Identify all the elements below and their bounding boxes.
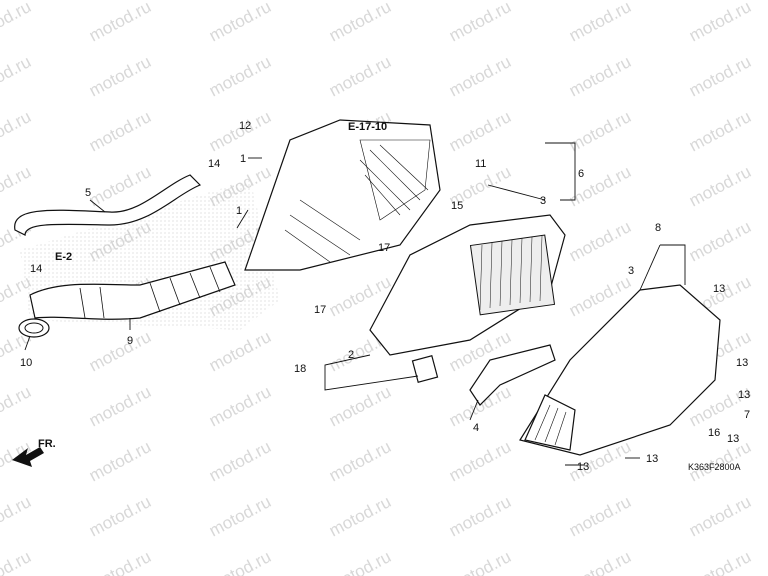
watermark-text: motod.ru [686, 0, 754, 45]
watermark-text: motod.ru [446, 0, 514, 45]
watermark-text: motod.ru [86, 382, 154, 430]
watermark-text: motod.ru [446, 107, 514, 155]
watermark-text: motod.ru [86, 492, 154, 540]
watermark-text: motod.ru [86, 327, 154, 375]
watermark-text: motod.ru [686, 107, 754, 155]
cover-intake [524, 394, 576, 451]
watermark-text: motod.ru [206, 492, 274, 540]
callout: 13 [738, 389, 750, 401]
callout: 17 [378, 242, 390, 254]
watermark-text: motod.ru [206, 547, 274, 576]
watermark-text: motod.ru [566, 217, 634, 265]
callout: 8 [655, 222, 661, 234]
ref-e-17-10: E-17-10 [348, 121, 387, 133]
callout: 18 [294, 363, 306, 375]
callout: 7 [744, 409, 750, 421]
watermark-text: motod.ru [446, 492, 514, 540]
watermark-text: motod.ru [0, 162, 34, 210]
ref-e-2: E-2 [55, 251, 72, 263]
callout: 2 [348, 349, 354, 361]
callout: 14 [208, 158, 220, 170]
intake-duct-9 [29, 261, 236, 320]
watermark-text: motod.ru [86, 107, 154, 155]
watermark-text: motod.ru [446, 437, 514, 485]
leader-lines [24, 142, 686, 466]
callout: 3 [628, 265, 634, 277]
watermark-text: motod.ru [686, 547, 754, 576]
caution-label-18 [411, 355, 439, 383]
callout: 4 [473, 422, 479, 434]
watermark-text: motod.ru [686, 162, 754, 210]
watermark-text: motod.ru [0, 107, 34, 155]
air-cleaner-case [244, 119, 441, 271]
watermark-text: motod.ru [86, 437, 154, 485]
hose-5 [14, 174, 202, 236]
watermark-text: motod.ru [446, 52, 514, 100]
tube-4 [469, 344, 556, 406]
callout: 13 [577, 461, 589, 473]
watermark-text: motod.ru [0, 382, 34, 430]
callout-labels: 1 1 2 3 3 4 5 6 7 8 9 10 11 12 13 13 13 … [20, 120, 750, 473]
callout: 16 [708, 427, 720, 439]
watermark-text: motod.ru [686, 217, 754, 265]
clamp-10 [18, 318, 50, 338]
callout: 6 [578, 168, 584, 180]
callout: 10 [20, 357, 32, 369]
watermark-text: motod.ru [566, 107, 634, 155]
watermark-text: motod.ru [206, 382, 274, 430]
callout: 9 [127, 335, 133, 347]
clamp-10-inner [24, 322, 44, 334]
callout: 13 [736, 357, 748, 369]
watermark-text: motod.ru [326, 382, 394, 430]
watermark-text: motod.ru [206, 0, 274, 45]
callout: 17 [314, 304, 326, 316]
callout: 15 [451, 200, 463, 212]
watermark-text: motod.ru [0, 547, 34, 576]
watermark-text: motod.ru [326, 52, 394, 100]
callout: 3 [540, 195, 546, 207]
watermark-text: motod.ru [326, 0, 394, 45]
watermark-text: motod.ru [686, 492, 754, 540]
watermark-text: motod.ru [686, 52, 754, 100]
watermark-text: motod.ru [326, 547, 394, 576]
watermark-text: motod.ru [566, 547, 634, 576]
callout: 13 [713, 283, 725, 295]
watermark-text: motod.ru [206, 52, 274, 100]
watermark-text: motod.ru [86, 52, 154, 100]
watermark-text: motod.ru [326, 492, 394, 540]
watermark-text: motod.ru [326, 437, 394, 485]
callout: 11 [475, 158, 486, 170]
watermark-text: motod.ru [206, 327, 274, 375]
callout: 12 [239, 120, 251, 132]
watermark-text: motod.ru [0, 492, 34, 540]
watermark-text: motod.ru [566, 52, 634, 100]
watermark-text: motod.ru [206, 437, 274, 485]
watermark-text: motod.ru [566, 0, 634, 45]
callout: 13 [727, 433, 739, 445]
watermark-text: motod.ru [86, 0, 154, 45]
callout: 14 [30, 263, 42, 275]
watermark-text: motod.ru [0, 0, 34, 45]
callout: 1 [236, 205, 242, 217]
callout: 5 [85, 187, 91, 199]
figure-code: K363F2800A [688, 462, 741, 472]
watermark-text: motod.ru [0, 52, 34, 100]
watermark-text: motod.ru [566, 492, 634, 540]
callout: 13 [646, 453, 658, 465]
callout: 1 [240, 153, 246, 165]
watermark-text: motod.ru [566, 162, 634, 210]
svg-text:FR.: FR. [38, 438, 56, 450]
watermark-text: motod.ru [86, 547, 154, 576]
watermark-text: motod.ru [446, 547, 514, 576]
front-direction-arrow: FR. [12, 438, 56, 467]
